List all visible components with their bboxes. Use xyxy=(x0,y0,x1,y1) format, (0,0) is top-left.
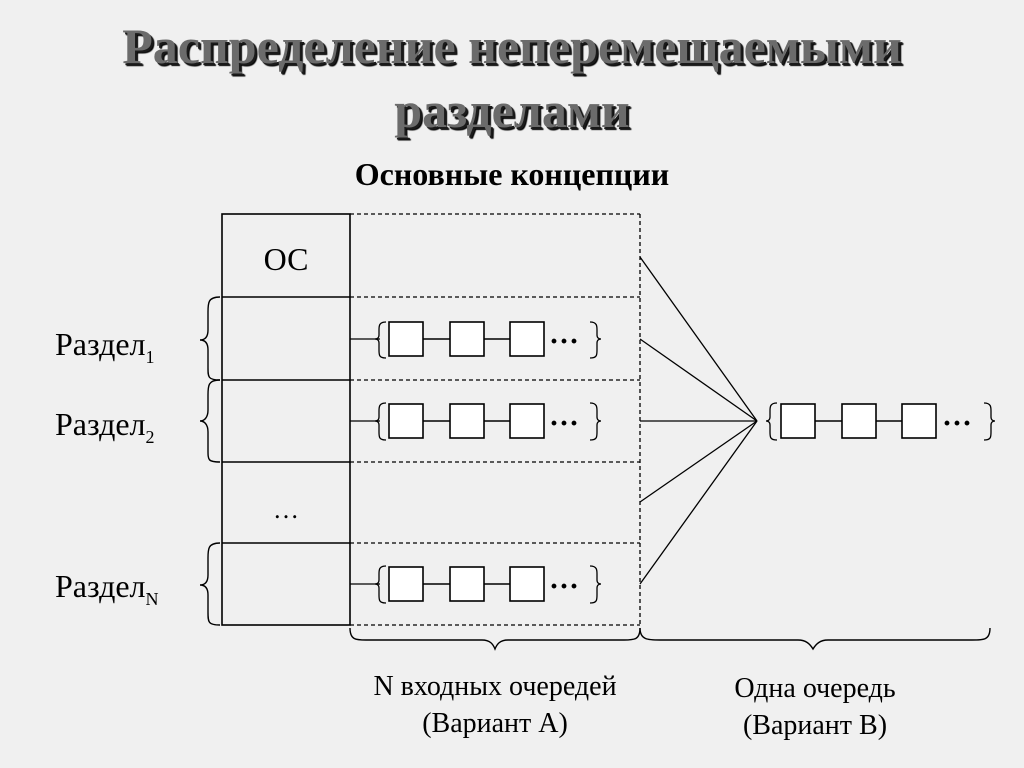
queue-item xyxy=(449,566,485,602)
queue-item xyxy=(509,321,545,357)
queue-item xyxy=(509,403,545,439)
queue-partition-n: ··· xyxy=(350,565,602,604)
queue-item xyxy=(388,403,424,439)
slide-subtitle: Основные концепции xyxy=(354,156,670,192)
middle-ellipsis: … xyxy=(273,495,299,524)
queue-item xyxy=(509,566,545,602)
caption-variant-a: N входных очередей (Вариант А) xyxy=(320,668,670,742)
variant-a-brace xyxy=(349,627,641,651)
partition-label-subscript: 1 xyxy=(145,347,155,367)
queue-ellipsis: ··· xyxy=(942,407,972,440)
partition-braces xyxy=(199,296,221,626)
queue-partition-2: ··· xyxy=(350,402,602,441)
partition-label-subscript: 2 xyxy=(145,427,155,447)
slide-title-line-2: разделами xyxy=(394,82,630,138)
queue-item xyxy=(388,321,424,357)
queue-item xyxy=(449,403,485,439)
memory-column xyxy=(221,213,351,626)
os-label: ОС xyxy=(264,241,309,277)
partition-label-name: Раздел xyxy=(55,568,146,604)
caption-variant-b-line-1: Одна очередь xyxy=(734,673,896,704)
queue-item xyxy=(841,403,877,439)
partition-label-n: РазделN xyxy=(55,568,159,617)
queue-item xyxy=(388,566,424,602)
partition-label-2: Раздел2 xyxy=(55,406,155,455)
queue-ellipsis: ··· xyxy=(549,407,579,440)
queue-ellipsis: ··· xyxy=(549,570,579,603)
queue-item xyxy=(449,321,485,357)
caption-variant-a-line-1: N входных очередей xyxy=(373,671,617,702)
partition-label-subscript: N xyxy=(145,589,159,609)
fan-lines xyxy=(639,256,758,585)
queue-item xyxy=(901,403,937,439)
caption-variant-b: Одна очередь (Вариант В) xyxy=(650,670,980,744)
partition-separators xyxy=(222,296,640,544)
queue-item xyxy=(780,403,816,439)
queue-partition-1: ··· xyxy=(350,321,602,359)
queue-shared: ··· xyxy=(765,402,996,441)
slide-title-line-1: Распределение неперемещаемыми xyxy=(122,18,902,74)
variant-b-brace xyxy=(639,627,991,651)
queue-ellipsis: ··· xyxy=(549,325,579,358)
partition-label-name: Раздел xyxy=(55,326,146,362)
partition-label-name: Раздел xyxy=(55,406,146,442)
caption-variant-a-line-2: (Вариант А) xyxy=(422,708,568,739)
caption-variant-b-line-2: (Вариант В) xyxy=(742,710,888,741)
queue-area xyxy=(350,213,641,626)
partition-label-1: Раздел1 xyxy=(55,326,155,375)
slide-title: Распределение неперемещаемыми разделами xyxy=(0,14,1024,142)
